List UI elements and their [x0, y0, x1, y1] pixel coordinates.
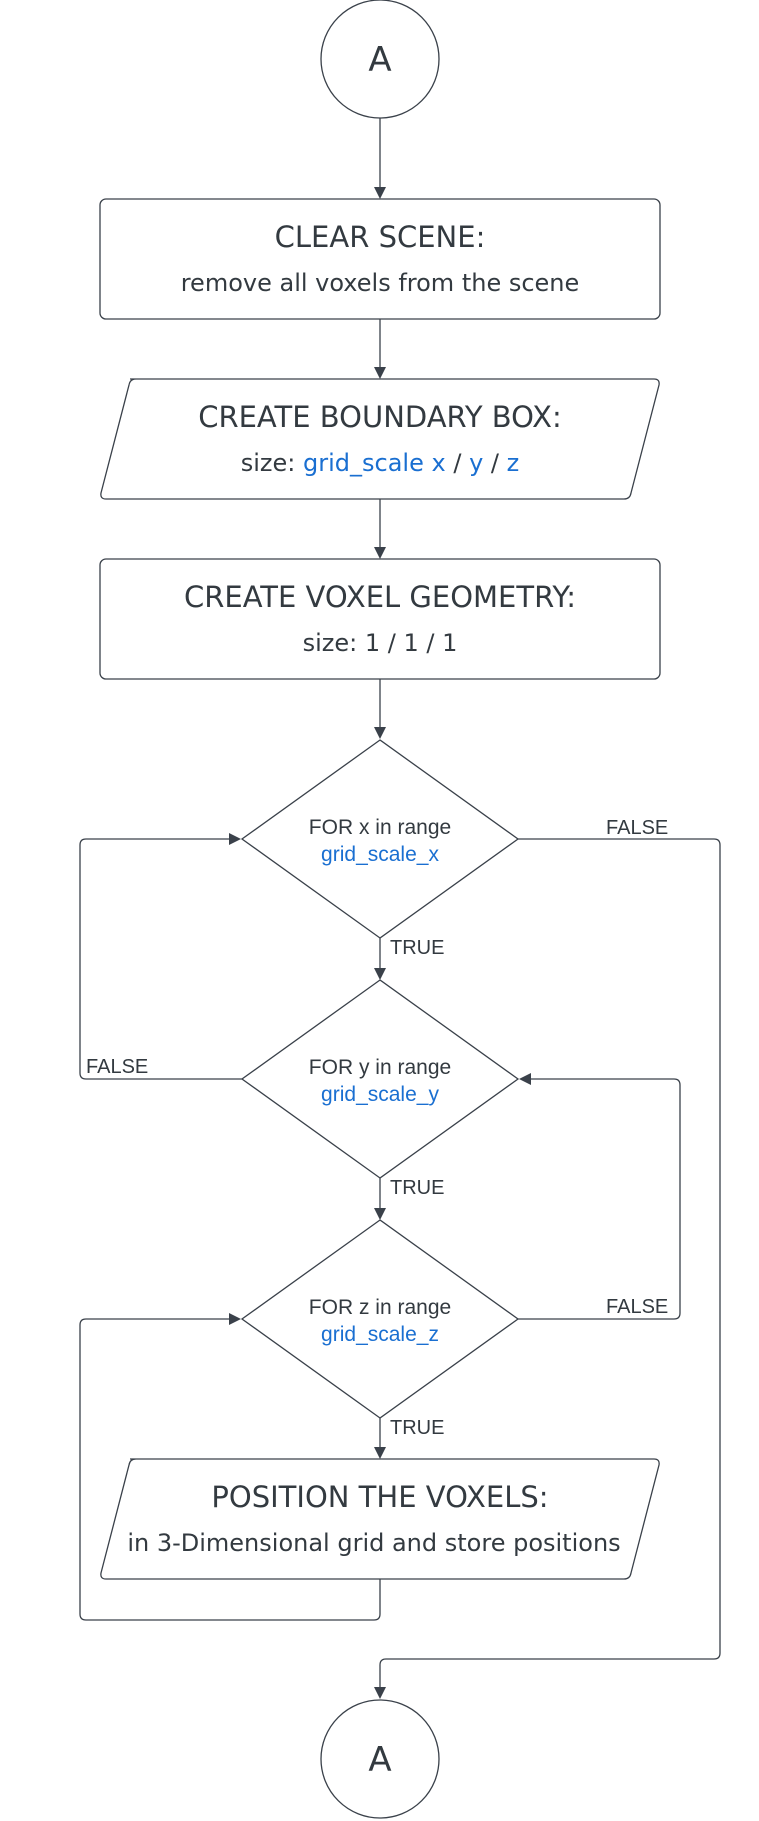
edge-label-y-false: FALSE — [86, 1056, 148, 1078]
boundary-sep-2: / — [491, 449, 500, 477]
connector-lines — [79, 118, 721, 1699]
decision-loop-x: FOR x in range grid_scale_x — [240, 739, 520, 939]
connector-bottom: A — [320, 1699, 440, 1819]
position-voxels-title: POSITION THE VOXELS: — [211, 1480, 548, 1514]
process-voxel-geometry: CREATE VOXEL GEOMETRY: size: 1 / 1 / 1 — [99, 558, 661, 680]
decision-loop-y: FOR y in range grid_scale_y — [240, 979, 520, 1179]
process-clear-scene: CLEAR SCENE: remove all voxels from the … — [99, 198, 661, 320]
position-voxels-subtitle: in 3-Dimensional grid and store position… — [127, 1529, 620, 1557]
edge-label-z-true: TRUE — [390, 1417, 444, 1439]
boundary-box-size: size: grid_scale x / y / z — [241, 449, 520, 477]
loop-y-text: FOR y in range — [309, 1056, 451, 1079]
connector-top-label: A — [368, 40, 391, 80]
edge-label-z-false: FALSE — [606, 1296, 668, 1318]
boundary-var-z: z — [507, 449, 520, 477]
voxel-geometry-title: CREATE VOXEL GEOMETRY: — [184, 580, 576, 614]
edge-labels: FALSE TRUE FALSE TRUE FALSE TRUE — [86, 817, 668, 1439]
loop-x-var: grid_scale_x — [321, 843, 439, 866]
edge-label-x-true: TRUE — [390, 937, 444, 959]
clear-scene-title: CLEAR SCENE: — [275, 220, 486, 254]
loop-x-text: FOR x in range — [309, 816, 451, 839]
clear-scene-subtitle: remove all voxels from the scene — [181, 269, 580, 297]
loop-y-var: grid_scale_y — [321, 1083, 439, 1106]
io-position-voxels: POSITION THE VOXELS: in 3-Dimensional gr… — [100, 1458, 660, 1580]
io-boundary-box: CREATE BOUNDARY BOX: size: grid_scale x … — [100, 378, 660, 500]
edge-label-x-false: FALSE — [606, 817, 668, 839]
edge-label-y-true: TRUE — [390, 1177, 444, 1199]
connector-top: A — [320, 0, 440, 119]
loop-z-text: FOR z in range — [309, 1296, 451, 1319]
boundary-size-label: size: — [241, 449, 296, 477]
boundary-var-y: y — [469, 449, 483, 477]
voxel-geometry-size: size: 1 / 1 / 1 — [303, 629, 458, 657]
loop-z-var: grid_scale_z — [321, 1323, 439, 1346]
decision-loop-z: FOR z in range grid_scale_z — [240, 1219, 520, 1419]
connector-bottom-label: A — [368, 1740, 391, 1780]
boundary-var-x: grid_scale x — [303, 449, 446, 477]
boundary-box-title: CREATE BOUNDARY BOX: — [198, 400, 562, 434]
boundary-sep-1: / — [453, 449, 462, 477]
